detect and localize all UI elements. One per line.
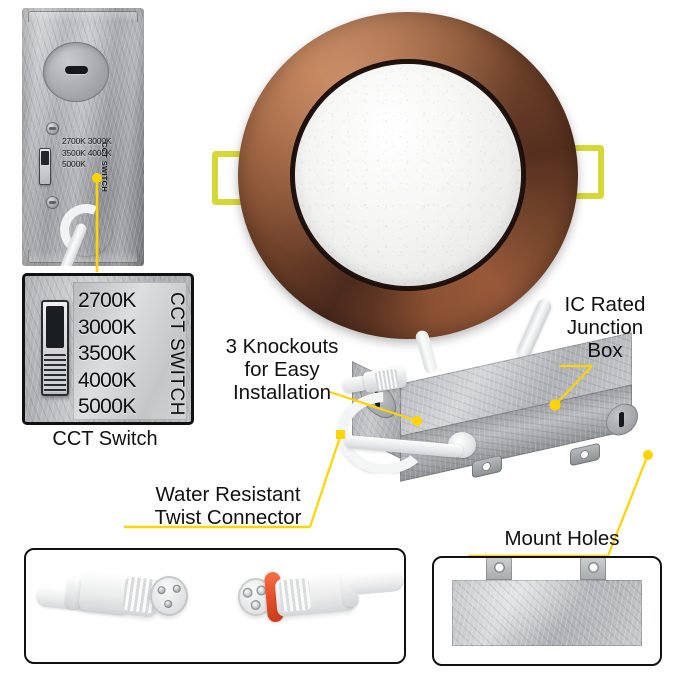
connector-threads [374,368,400,391]
knockout-slot-icon [619,411,624,428]
female-connector-threads [278,577,312,613]
box-top-edge [28,11,138,22]
twist-connector-inset [24,548,406,664]
steel-texture [452,580,642,646]
cct-switch-vertical-label: CCT SWITCH [166,292,187,416]
led-diffuser-lens [295,64,521,286]
recessed-light-fixture-image [212,12,604,339]
mount-hole-icon [482,461,491,473]
callout-label-ic-junction-box: IC Rated Junction Box [564,293,646,362]
galvanized-bracket-plate [452,580,642,646]
mount-hole-tab [580,558,606,580]
mount-bracket-inset [432,556,662,666]
cct-options-small: 2700K 3000K 3500K 4000K 5000K [62,136,112,170]
mount-hole-tab [486,558,512,580]
cct-switch-caption: CCT Switch [52,428,158,450]
mount-hole-icon [580,449,589,461]
screw-icon [46,122,59,135]
callout-label-water-connector: Water Resistant Twist Connector [154,483,302,529]
mount-hole-tab [570,442,600,467]
switch-window [46,306,64,348]
cct-dip-switch-zoomed[interactable] [41,300,69,396]
callout-label-mount-holes: Mount Holes [504,527,620,550]
cct-slide-switch[interactable] [39,148,51,185]
screw-icon [46,196,59,209]
cct-legend-plate: 2700K 3000K 3500K 4000K 5000K CCT SWITCH [73,282,187,420]
connector-pin [172,584,182,594]
callout-label-knockouts: 3 Knockouts for Easy Installation [225,335,339,404]
mount-hole-icon [588,562,599,573]
cct-switch-legend: 2700K 3000K 3500K 4000K 5000K CCT SWITCH [62,136,114,198]
connector-socket [250,599,262,611]
mount-hole-icon [494,562,505,573]
cct-switch-vertical-label-small: CCT SWITCH [100,142,109,193]
female-connector-cord [349,569,404,596]
cct-options-list: 2700K 3000K 3500K 4000K 5000K [78,289,136,419]
box-bottom-edge [28,250,138,263]
knockout-slot-icon [65,66,88,74]
connector-pin [163,599,173,609]
connector-pin [157,585,166,595]
junction-box-side-view-image: 2700K 3000K 3500K 4000K 5000K CCT SWITCH [22,8,144,266]
connector-socket [242,587,254,599]
cct-switch-zoom-inset: 2700K 3000K 3500K 4000K 5000K CCT SWITCH [22,273,194,425]
switch-ribs [44,354,66,392]
